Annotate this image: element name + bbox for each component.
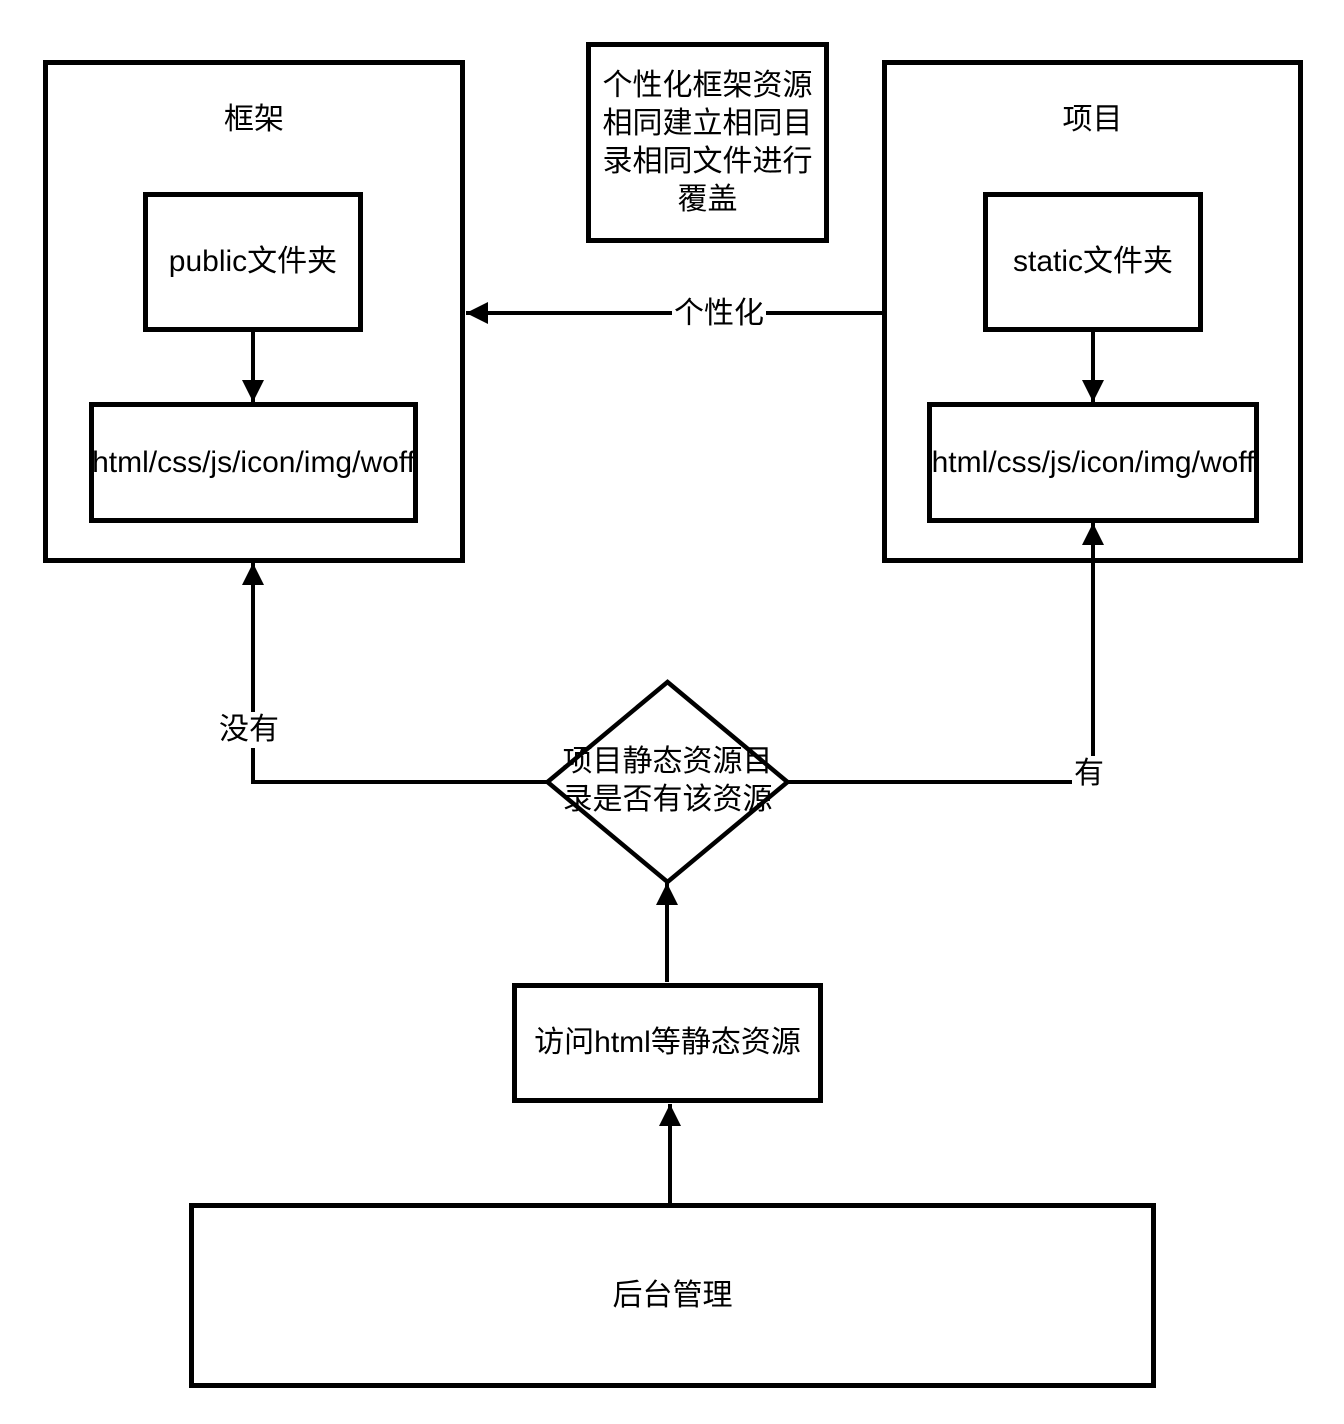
access-resources-box: 访问html等静态资源 (512, 983, 823, 1103)
decision-label: 项目静态资源目录是否有该资源 (562, 745, 773, 816)
project-resources-label: html/css/js/icon/img/woff (931, 445, 1255, 479)
static-folder-box: static文件夹 (983, 192, 1203, 332)
project-container-title: 项目 (1062, 103, 1123, 136)
note-label: 个性化框架资源相同建立相同目录相同文件进行覆盖 (602, 68, 813, 216)
admin-label: 后台管理 (612, 1278, 733, 1312)
edge-label-no: 没有 (217, 712, 281, 748)
access-resources-label: 访问html等静态资源 (534, 1026, 801, 1059)
edge-label-personalize: 个性化 (672, 296, 766, 332)
frame-container-title: 框架 (224, 103, 284, 136)
static-folder-label: static文件夹 (1012, 245, 1174, 278)
frame-resources-box: html/css/js/icon/img/woff (89, 402, 418, 523)
public-folder-box: public文件夹 (143, 192, 363, 332)
admin-box: 后台管理 (189, 1203, 1156, 1388)
note-box: 个性化框架资源相同建立相同目录相同文件进行覆盖 (586, 42, 829, 243)
project-resources-box: html/css/js/icon/img/woff (927, 402, 1259, 523)
public-folder-label: public文件夹 (168, 245, 338, 278)
edge-no-branch (242, 563, 548, 784)
frame-resources-label: html/css/js/icon/img/woff (92, 445, 415, 479)
edge-label-yes: 有 (1072, 756, 1106, 792)
